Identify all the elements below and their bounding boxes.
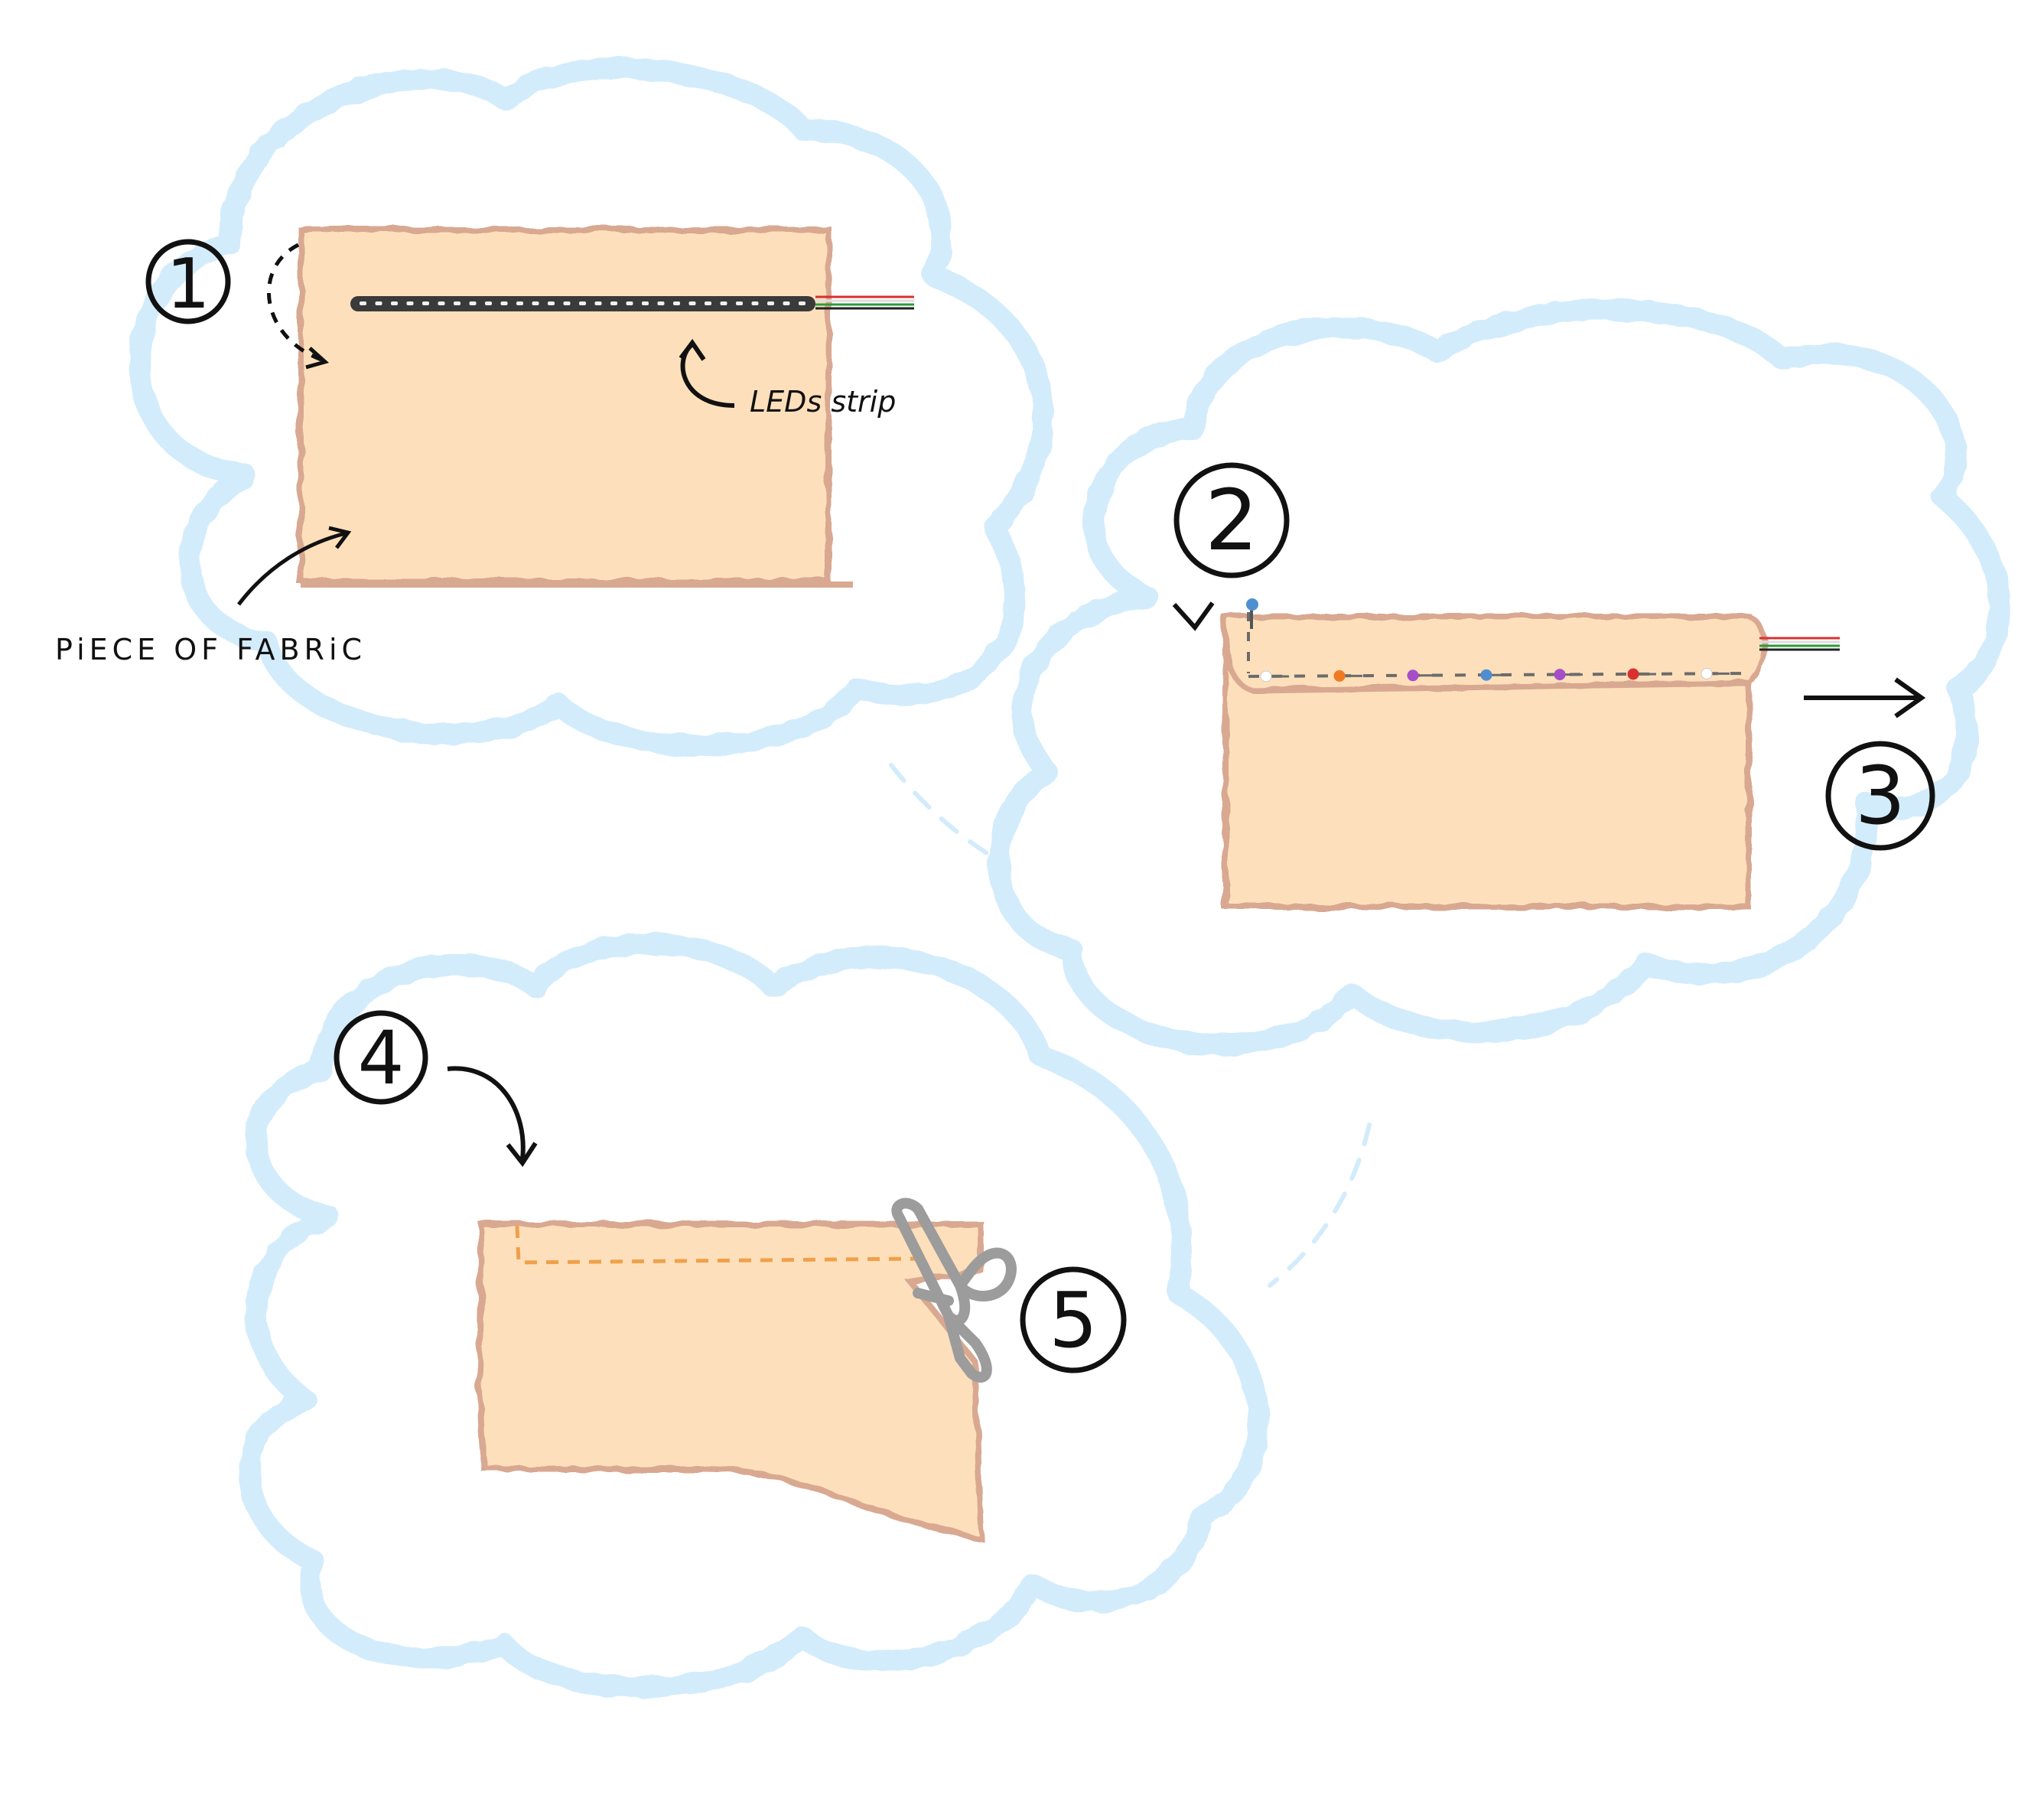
led-strip-pointer-head xyxy=(679,338,706,361)
led-dot xyxy=(688,301,696,305)
pin-seam xyxy=(1248,672,1753,678)
step-3-number: 3 xyxy=(1855,749,1906,842)
step-4-circle xyxy=(334,1010,428,1105)
led-dot xyxy=(548,301,555,305)
step-1-circle xyxy=(145,239,231,324)
led-dot xyxy=(454,301,461,305)
connector-1-2 xyxy=(889,763,989,855)
led-dot xyxy=(594,301,602,305)
led-dot xyxy=(563,301,571,305)
fold-arrow-head xyxy=(305,347,330,370)
led-dot xyxy=(406,301,414,305)
step-4-number: 4 xyxy=(357,1015,404,1101)
fold-flap xyxy=(1222,614,1767,693)
cloud-step-2 xyxy=(988,298,2010,1056)
fabric-pointer-head xyxy=(328,526,352,549)
fold-arrow xyxy=(266,243,322,362)
led-dot xyxy=(783,301,790,305)
step-1-number: 1 xyxy=(166,244,210,324)
led-dot xyxy=(360,301,366,305)
led-dot xyxy=(799,301,806,305)
pin-icon xyxy=(1554,669,1583,681)
led-dot xyxy=(720,301,727,305)
step-4-group: 4 5 xyxy=(334,1010,1127,1542)
step-2-number: 2 xyxy=(1205,471,1258,569)
step-4-arrow xyxy=(447,1066,538,1168)
pin-icon xyxy=(1480,669,1509,681)
cloud-step-4 xyxy=(239,933,1270,1698)
led-dot xyxy=(705,301,711,305)
led-dot xyxy=(626,301,633,305)
connector-2-4 xyxy=(1268,1122,1372,1288)
pin-icon xyxy=(1407,670,1436,682)
led-dot xyxy=(422,301,429,305)
led-wires-2 xyxy=(1759,637,1840,651)
led-dot xyxy=(767,301,774,305)
pin-icon xyxy=(1701,667,1730,679)
scissors-icon xyxy=(891,1197,1017,1383)
led-dot xyxy=(516,301,523,305)
cloud-step-1 xyxy=(129,57,1053,756)
pin-icon xyxy=(1246,598,1258,629)
pin-icon xyxy=(1260,670,1289,683)
fold-crease xyxy=(1254,680,1749,694)
fabric-label: PiECE OF FABRiC xyxy=(55,633,366,666)
led-wires xyxy=(815,295,914,310)
pins xyxy=(1260,667,1730,683)
led-dot xyxy=(610,301,617,305)
led-dot xyxy=(751,301,759,305)
led-dot xyxy=(485,301,492,305)
step-3-arrow xyxy=(1804,677,1926,718)
led-dot xyxy=(500,301,508,305)
step-1-group: 1 LEDs strip PiECE OF FABRiC xyxy=(55,226,914,666)
fabric-sewn xyxy=(476,1221,985,1542)
led-dot xyxy=(438,301,445,305)
led-dot xyxy=(391,301,398,305)
led-dot xyxy=(375,301,382,305)
step-2-arrow xyxy=(1172,601,1215,631)
led-dots xyxy=(360,301,806,305)
led-dot xyxy=(657,301,665,305)
led-strip-label: LEDs strip xyxy=(750,385,896,419)
sewing-seam xyxy=(515,1225,919,1265)
fabric-pointer xyxy=(237,531,347,606)
step-2-group: 2 3 xyxy=(1172,462,1935,910)
step-5-number: 5 xyxy=(1049,1276,1098,1365)
pin-icon xyxy=(1333,670,1362,682)
step-3-circle xyxy=(1825,741,1935,851)
led-dot xyxy=(469,301,477,305)
led-dot xyxy=(532,301,539,305)
led-dot xyxy=(579,301,586,305)
pin-icon xyxy=(1627,668,1656,680)
led-dot xyxy=(642,301,649,305)
fabric-piece-1 xyxy=(298,226,832,585)
step-2-circle xyxy=(1173,462,1290,578)
led-dot xyxy=(673,301,680,305)
step-5-circle xyxy=(1020,1266,1127,1373)
led-dot xyxy=(736,301,743,305)
